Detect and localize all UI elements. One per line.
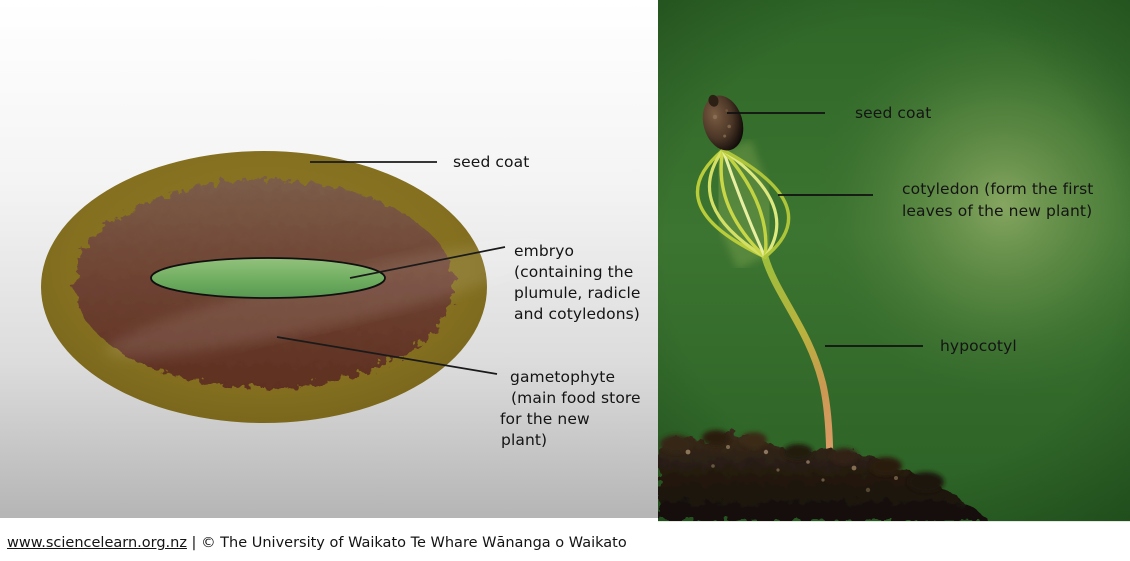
embryo-label-line4: and cotyledons) bbox=[514, 305, 640, 323]
leader-line-gametophyte bbox=[276, 336, 498, 375]
cotyledon-strand bbox=[707, 148, 767, 259]
gametophyte-label-line4: plant) bbox=[501, 431, 548, 449]
seedling-photo-svg bbox=[658, 0, 1130, 521]
cotyledon-strand bbox=[721, 148, 791, 259]
gametophyte-label-line2: (main food store bbox=[511, 389, 641, 407]
cotyledon-label-line1: cotyledon (form the first bbox=[902, 180, 1094, 198]
gametophyte-label: gametophyte (main food store for the new… bbox=[500, 367, 641, 451]
cotyledon-strand bbox=[719, 148, 767, 259]
gametophyte-label-line1: gametophyte bbox=[510, 368, 616, 386]
soil bbox=[658, 430, 990, 521]
cotyledon-strand bbox=[721, 148, 767, 259]
soil-mound bbox=[658, 434, 990, 521]
embryo-label-line3: plumule, radicle bbox=[514, 284, 641, 302]
hypocotyl-label: hypocotyl bbox=[940, 337, 1017, 355]
embryo-label-line2: (containing the bbox=[514, 263, 634, 281]
cotyledon-strand bbox=[721, 148, 768, 259]
seedling-photo-panel: seed coat cotyledon (form the first leav… bbox=[658, 0, 1130, 522]
copyright-text: © The University of Waikato Te Whare Wān… bbox=[201, 535, 627, 551]
embryo-shape bbox=[150, 257, 386, 299]
embryo-label: embryo (containing the plumule, radicle … bbox=[514, 241, 641, 325]
cotyledon-strand bbox=[721, 148, 779, 259]
attribution-separator: | bbox=[186, 535, 202, 551]
cotyledon-cluster bbox=[695, 148, 791, 259]
leader-line-embryo bbox=[349, 246, 506, 279]
hypocotyl-stem bbox=[761, 253, 834, 483]
gametophyte-label-line3: for the new bbox=[500, 410, 590, 428]
seed-coat-label-left: seed coat bbox=[453, 153, 530, 171]
attribution-bar: www.sciencelearn.org.nz | © The Universi… bbox=[7, 535, 627, 551]
diagram-highlight bbox=[105, 242, 555, 358]
soil-clumps bbox=[660, 430, 944, 492]
cotyledon-strand bbox=[695, 148, 767, 259]
seed-diagram-svg bbox=[41, 151, 555, 423]
seed-coat-label-right: seed coat bbox=[855, 104, 932, 122]
seedling bbox=[694, 94, 834, 483]
embryo-label-line1: embryo bbox=[514, 242, 575, 260]
cotyledon-label: cotyledon (form the first leaves of the … bbox=[902, 179, 1093, 222]
sciencelearn-link[interactable]: www.sciencelearn.org.nz bbox=[7, 535, 187, 551]
seed-diagram-panel: seed coat embryo (containing the plumule… bbox=[0, 0, 658, 518]
soil-highlights bbox=[685, 445, 898, 493]
cotyledon-label-line2: leaves of the new plant) bbox=[902, 201, 1093, 220]
seed-coat-husk bbox=[702, 94, 744, 151]
